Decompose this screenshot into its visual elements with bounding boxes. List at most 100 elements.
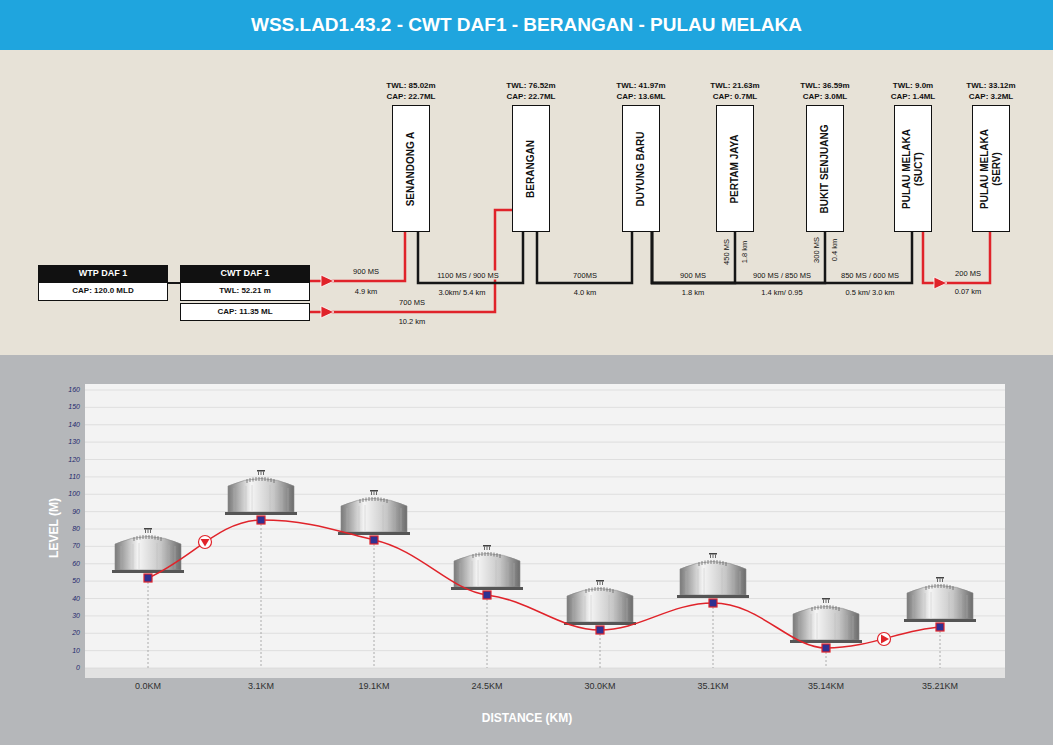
table-row: CWT DAF 1	[180, 265, 310, 283]
axis-tick: 80	[72, 525, 80, 533]
tank-data: TWL: 41.97m	[603, 80, 679, 91]
axis-tick: 19.1KM	[358, 681, 389, 692]
tank-data: TWL: 85.02m	[373, 80, 449, 91]
axis-tick: 0	[76, 664, 80, 672]
tank-icon	[338, 490, 410, 535]
axis-tick: 70	[72, 542, 80, 550]
tank-icon	[112, 528, 184, 573]
tank-data: CAP: 22.7ML	[373, 91, 449, 102]
pump-arrow	[934, 277, 947, 289]
level-point	[257, 516, 265, 524]
pump-symbol	[199, 536, 212, 549]
pipe-size: 200 MS	[954, 269, 982, 278]
pipe-length: 0.4 km	[830, 238, 839, 263]
axis-tick: 50	[72, 577, 80, 585]
tank-icon	[677, 553, 749, 598]
tank-name: BERANGAN	[525, 140, 537, 198]
plot-area	[85, 384, 1005, 678]
tank-outline: PERTAM JAYA	[716, 105, 754, 232]
level-point	[822, 644, 830, 652]
axis-tick: 130	[68, 438, 80, 446]
pipe-length: 900 MS	[679, 271, 707, 280]
axis-title: DISTANCE (KM)	[482, 711, 572, 725]
tank-data: CAP: 3.2ML	[953, 91, 1029, 102]
table-row: CAP: 120.0 MLD	[38, 283, 168, 301]
tank-icon	[564, 580, 636, 625]
reservoir-tank: TWL: 36.59mCAP: 3.0MLBUKIT SENJUANG	[787, 80, 863, 232]
pipe-length: 1.8 km	[681, 288, 706, 297]
reservoir-tank: TWL: 85.02mCAP: 22.7ML SENANDONG A	[373, 80, 449, 232]
table-row: TWL: 52.21 m	[180, 283, 310, 301]
pipe-size: 700 MS	[398, 298, 426, 307]
tank-outline: SENANDONG A	[392, 105, 430, 232]
pipe-size: 700MS	[572, 271, 598, 280]
axis-tick: 100	[68, 490, 80, 498]
tank-data: TWL: 21.63m	[697, 80, 773, 91]
pipe-length: 10.2 km	[398, 317, 427, 326]
axis-tick: 35.14KM	[808, 681, 844, 692]
pump-symbol	[881, 635, 889, 644]
axis-tick: 3.1KM	[248, 681, 274, 692]
reservoir-tank: TWL: 9.0mCAP: 1.4ML PULAU MELAKA (SUCT)	[875, 80, 951, 232]
level-point	[709, 599, 717, 607]
plant-box: CWT DAF 1 TWL: 52.21 m CAP: 11.35 ML	[180, 265, 310, 321]
axis-tick: 60	[72, 560, 80, 568]
tank-data: TWL: 36.59m	[787, 80, 863, 91]
axis-tick: 160	[68, 386, 80, 394]
tank-outline: BUKIT SENJUANG	[806, 105, 844, 232]
pipe-line	[923, 232, 990, 283]
plant-name: WTP DAF 1	[79, 268, 127, 278]
pipe-length: 4.9 km	[354, 287, 379, 296]
axis-title: LEVEL (M)	[47, 498, 61, 558]
tank-data: TWL: 9.0m	[875, 80, 951, 91]
diagram-title: WSS.LAD1.43.2 - CWT DAF1 - BERANGAN - PU…	[0, 0, 1053, 50]
tank-data: TWL: 76.52m	[493, 80, 569, 91]
title-bar	[0, 0, 1053, 50]
axis-tick: 20	[72, 629, 80, 637]
plant-data: CAP: 11.35 ML	[217, 307, 272, 316]
pipe-length: 0.5 km/ 3.0 km	[844, 288, 895, 297]
level-point	[596, 626, 604, 634]
tank-data: CAP: 22.7ML	[493, 91, 569, 102]
pipe-length: 1.4 km/ 0.95	[760, 288, 803, 297]
tank-icon	[451, 545, 523, 590]
tank-icon	[790, 598, 862, 643]
tank-data: CAP: 0.7ML	[697, 91, 773, 102]
hydraulic-profile	[148, 520, 940, 648]
plant-data: TWL: 52.21 m	[219, 286, 271, 295]
plot-floor	[85, 668, 1005, 678]
tank-data: CAP: 13.6ML	[603, 91, 679, 102]
pipe-size: 900 MS	[352, 267, 380, 276]
tank-outline: PULAU MELAKA (SERV)	[972, 105, 1010, 232]
reservoir-tank: TWL: 41.97mCAP: 13.6MLDUYUNG BARU	[603, 80, 679, 232]
plant-name: CWT DAF 1	[221, 268, 270, 278]
level-point	[483, 591, 491, 599]
pipe-size: 850 MS / 600 MS	[840, 271, 900, 280]
pipe-size: 1100 MS / 900 MS	[436, 271, 500, 280]
axis-tick: 35.21KM	[922, 681, 958, 692]
level-point	[936, 623, 944, 631]
reservoir-tank: TWL: 21.63mCAP: 0.7ML PERTAM JAYA	[697, 80, 773, 232]
axis-tick: 140	[68, 421, 80, 429]
tank-outline: PULAU MELAKA (SUCT)	[894, 105, 932, 232]
pipe-line	[168, 282, 180, 284]
pipe-line	[418, 232, 523, 283]
pump-symbol	[201, 539, 210, 547]
axis-tick: 150	[68, 403, 80, 411]
pipe-length: 0.07 km	[954, 287, 983, 296]
axis-tick: 35.1KM	[697, 681, 728, 692]
pipe-line	[652, 232, 735, 283]
pump-arrow	[321, 275, 334, 287]
tank-data: CAP: 1.4ML	[875, 91, 951, 102]
tank-name: PULAU MELAKA (SUCT)	[901, 123, 925, 215]
table-row: WTP DAF 1	[38, 265, 168, 283]
tank-data: TWL: 33.12m	[953, 80, 1029, 91]
level-point	[370, 536, 378, 544]
pipe-length: 1.8 km	[740, 240, 749, 265]
tank-name: SENANDONG A	[405, 131, 417, 206]
reservoir-tank: TWL: 76.52mCAP: 22.7ML BERANGAN	[493, 80, 569, 232]
axis-tick: 30.0KM	[584, 681, 615, 692]
axis-tick: 110	[69, 473, 80, 481]
table-row: CAP: 11.35 ML	[180, 303, 310, 321]
pipe-length: 900 MS / 850 MS	[752, 271, 812, 280]
